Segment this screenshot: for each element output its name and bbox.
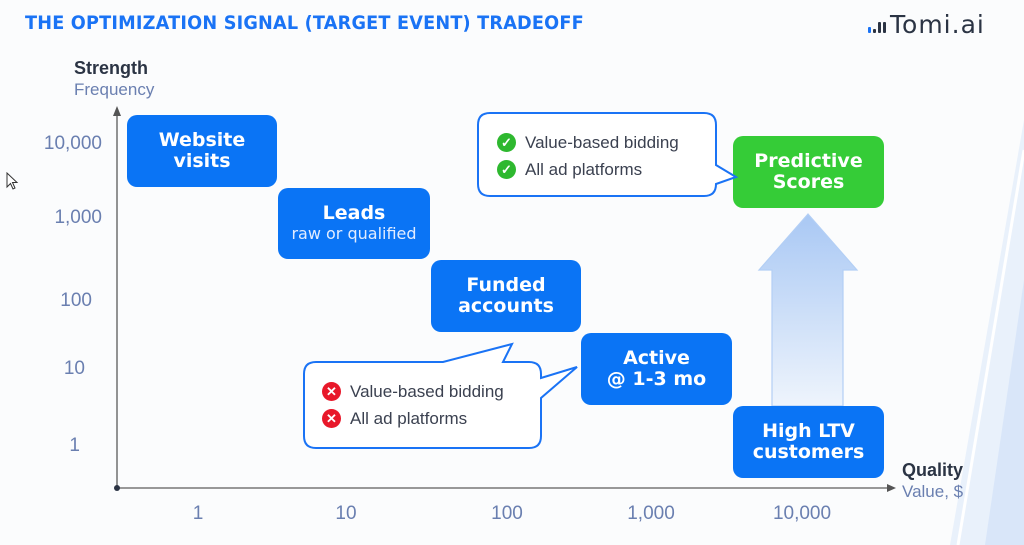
box-label: Scores — [772, 171, 845, 193]
callout-negative: ✕ Value-based bidding ✕ All ad platforms — [322, 378, 504, 432]
y-tick: 10 — [63, 358, 85, 379]
logo-text: Tomi.ai — [890, 10, 985, 39]
box-label: Website — [158, 129, 246, 151]
x-circle-icon: ✕ — [322, 382, 341, 401]
box-label: Funded — [466, 274, 546, 296]
mouse-cursor-icon — [6, 172, 19, 190]
box-leads: Leads raw or qualified — [278, 188, 430, 259]
x-tick: 10 — [335, 503, 357, 524]
box-predictive-scores: Predictive Scores — [733, 136, 884, 208]
callout-item: ✕ Value-based bidding — [322, 378, 504, 405]
box-high-ltv: High LTV customers — [733, 406, 884, 478]
y-axis-label: Strength Frequency — [74, 58, 154, 100]
x-axis-title: Quality — [902, 460, 964, 480]
callout-text: All ad platforms — [525, 159, 643, 179]
box-label: customers — [752, 441, 865, 463]
callout-text: Value-based bidding — [350, 381, 504, 401]
x-tick: 1,000 — [627, 503, 675, 524]
callout-item: ✓ All ad platforms — [497, 156, 679, 183]
x-tick: 1 — [192, 503, 204, 524]
callout-positive: ✓ Value-based bidding ✓ All ad platforms — [497, 129, 679, 183]
brand-logo: Tomi.ai — [868, 10, 985, 39]
logo-bars-icon — [868, 17, 886, 33]
x-tick: 100 — [491, 503, 523, 524]
box-label: @ 1-3 mo — [606, 368, 707, 390]
box-active: Active @ 1-3 mo — [581, 333, 732, 405]
box-website-visits: Website visits — [127, 115, 277, 187]
y-tick: 10,000 — [43, 133, 102, 154]
box-label: High LTV — [762, 420, 855, 442]
callout-text: Value-based bidding — [525, 132, 679, 152]
x-tick: 10,000 — [772, 503, 832, 524]
box-label: Active — [623, 347, 690, 369]
x-circle-icon: ✕ — [322, 409, 341, 428]
y-tick: 100 — [60, 290, 92, 311]
page-title: THE OPTIMIZATION SIGNAL (TARGET EVENT) T… — [25, 12, 584, 34]
y-tick: 1 — [69, 435, 80, 456]
box-funded-accounts: Funded accounts — [431, 260, 581, 332]
x-axis-label: Quality Value, $ — [902, 460, 963, 502]
callout-text: All ad platforms — [350, 408, 468, 428]
box-label: Predictive — [754, 150, 863, 172]
box-label: visits — [173, 150, 231, 172]
callout-item: ✕ All ad platforms — [322, 405, 504, 432]
y-tick: 1,000 — [54, 207, 102, 228]
callout-item: ✓ Value-based bidding — [497, 129, 679, 156]
check-circle-icon: ✓ — [497, 160, 516, 179]
x-axis-subtitle: Value, $ — [902, 482, 964, 501]
y-axis-title: Strength — [74, 58, 148, 78]
box-label: accounts — [458, 295, 554, 317]
box-sublabel: raw or qualified — [291, 224, 417, 243]
box-label: Leads — [322, 202, 386, 224]
check-circle-icon: ✓ — [497, 133, 516, 152]
y-axis-subtitle: Frequency — [74, 80, 155, 99]
